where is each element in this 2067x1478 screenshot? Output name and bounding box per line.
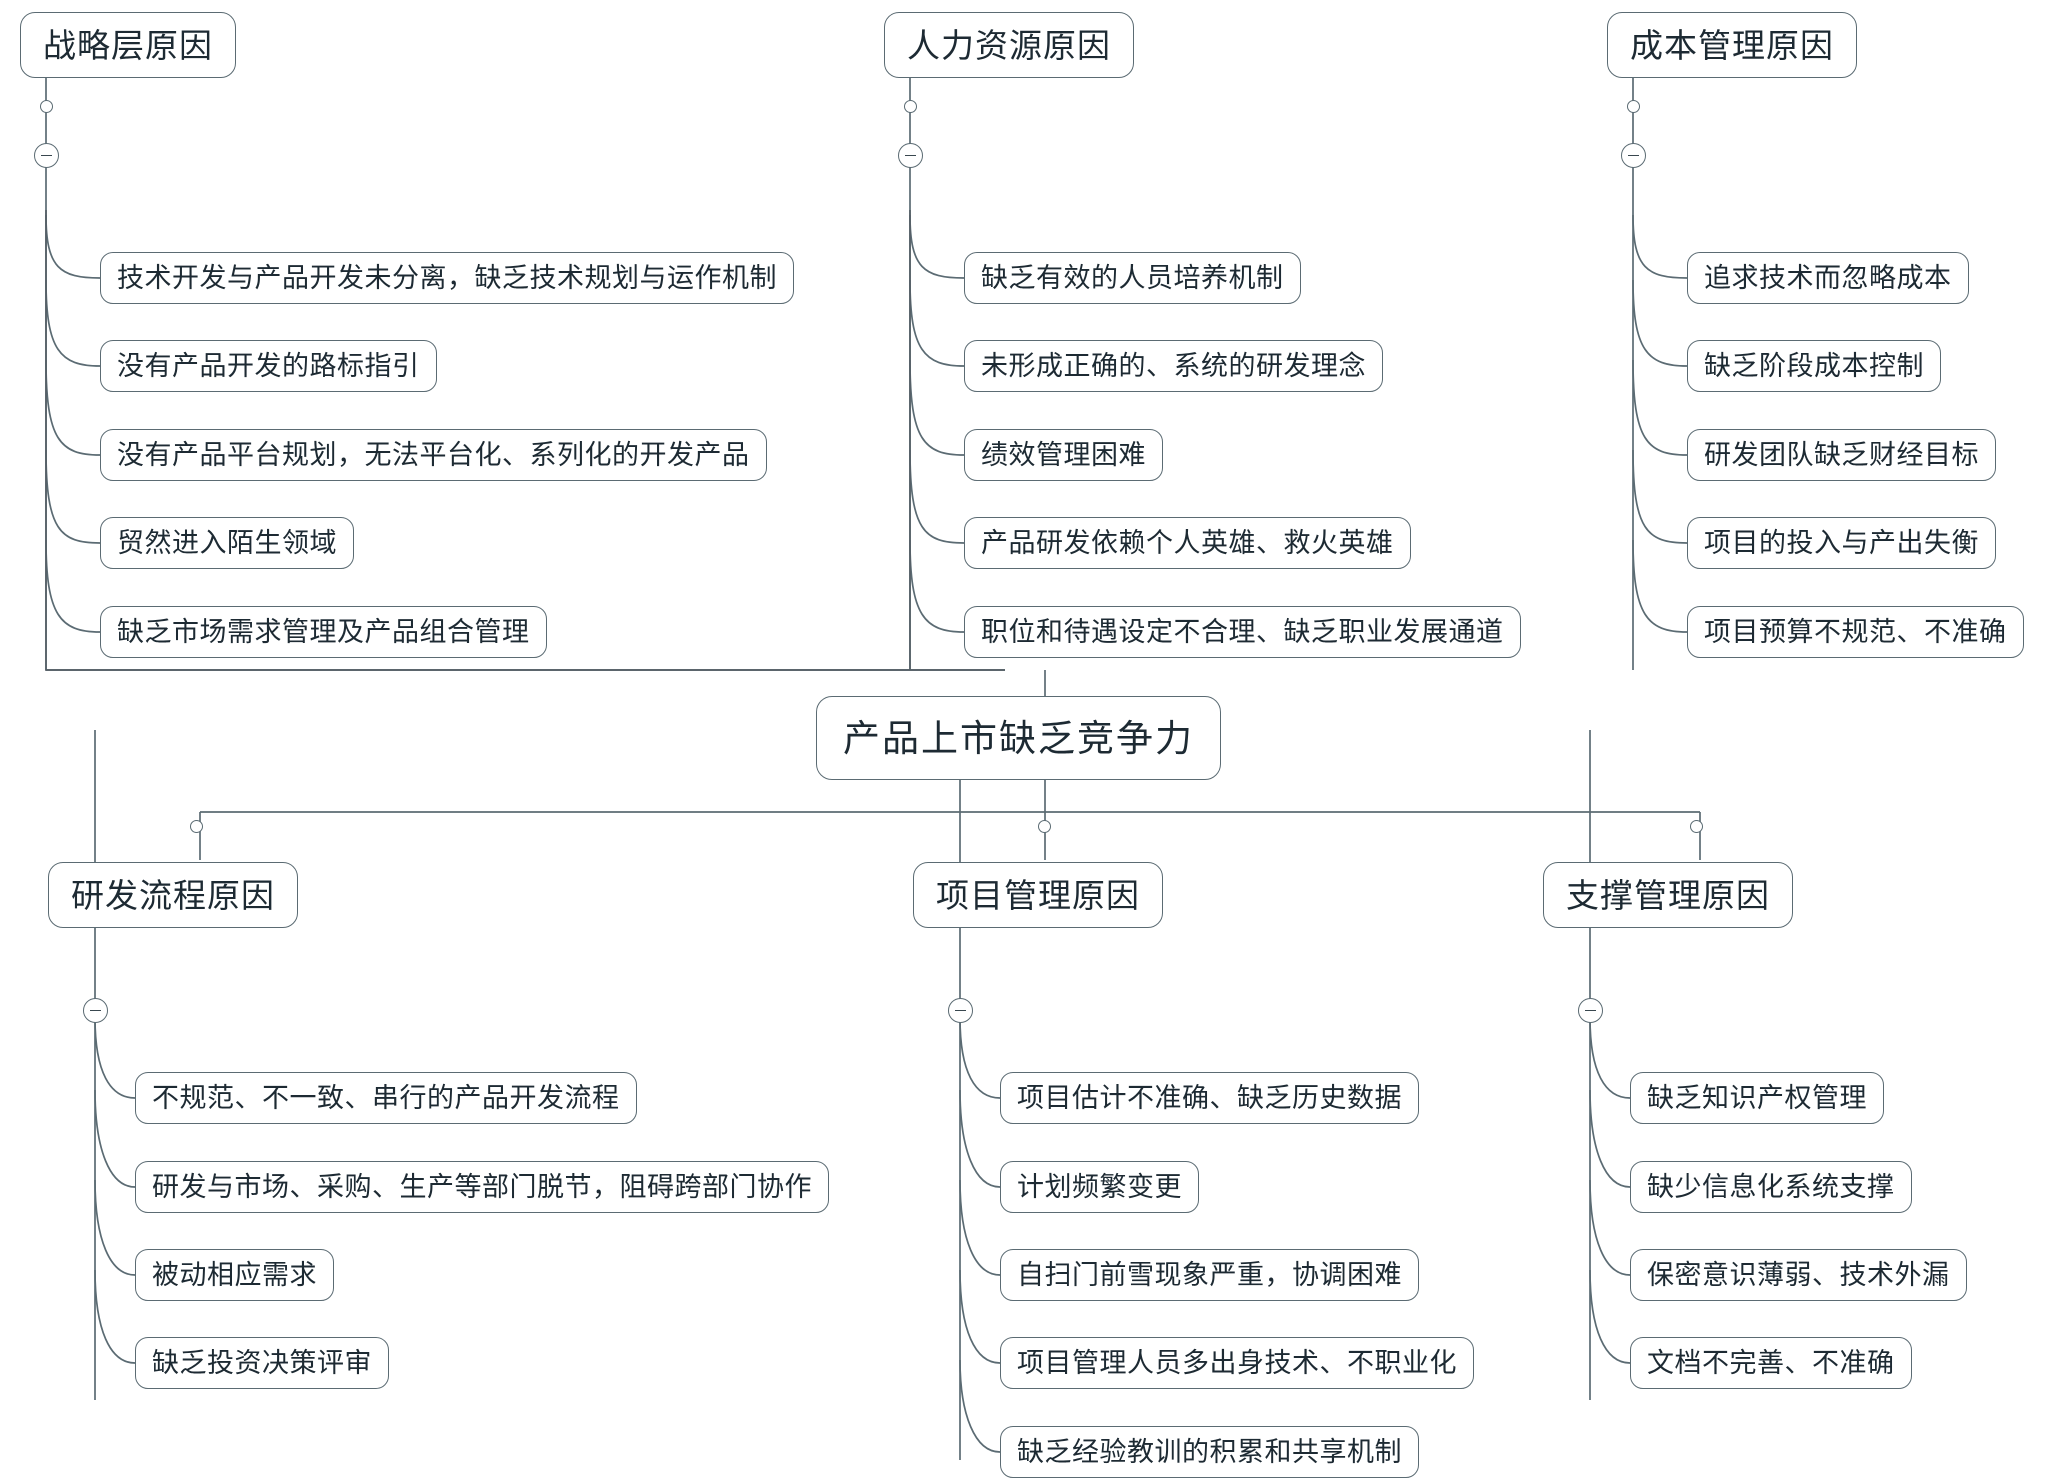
leaf-hr-4[interactable]: 产品研发依赖个人英雄、救火英雄 bbox=[964, 517, 1411, 569]
rd-link-dot bbox=[190, 820, 203, 833]
connector-pm-item-3 bbox=[959, 1179, 1001, 1276]
support-collapse-minus-circle-icon[interactable] bbox=[1578, 998, 1603, 1023]
support-link-dot bbox=[1690, 820, 1703, 833]
leaf-rd-3[interactable]: 被动相应需求 bbox=[135, 1249, 334, 1301]
leaf-hr-1[interactable]: 缺乏有效的人员培养机制 bbox=[964, 252, 1301, 304]
cost-collapse-minus-circle-icon[interactable] bbox=[1621, 143, 1646, 168]
leaf-project-2[interactable]: 计划频繁变更 bbox=[1000, 1161, 1199, 1213]
project-link-dot bbox=[1038, 820, 1051, 833]
branch-title-cost[interactable]: 成本管理原因 bbox=[1607, 12, 1857, 78]
connector-strategy-item-3 bbox=[45, 359, 101, 456]
connector-rd-item-1 bbox=[94, 1017, 136, 1099]
leaf-strategy-5[interactable]: 缺乏市场需求管理及产品组合管理 bbox=[100, 606, 547, 658]
connector-hr-item-1 bbox=[909, 214, 965, 279]
rd-collapse-minus-circle-icon[interactable] bbox=[83, 998, 108, 1023]
connector-strategy-item-5 bbox=[45, 539, 101, 633]
connector-hr-item-2 bbox=[909, 279, 965, 367]
leaf-strategy-3[interactable]: 没有产品平台规划，无法平台化、系列化的开发产品 bbox=[100, 429, 767, 481]
leaf-strategy-1[interactable]: 技术开发与产品开发未分离，缺乏技术规划与运作机制 bbox=[100, 252, 794, 304]
connector-cost-item-1 bbox=[1632, 214, 1688, 279]
connector-hr-item-4 bbox=[909, 449, 965, 544]
leaf-support-2[interactable]: 缺少信息化系统支撑 bbox=[1630, 1161, 1912, 1213]
connector-cost-item-2 bbox=[1632, 279, 1688, 367]
connector-rd-item-4 bbox=[94, 1269, 136, 1364]
root-node[interactable]: 产品上市缺乏竞争力 bbox=[816, 696, 1221, 780]
project-collapse-minus-circle-icon[interactable] bbox=[948, 998, 973, 1023]
connector-cost-item-3 bbox=[1632, 359, 1688, 456]
connector-pm-item-5 bbox=[959, 1359, 1001, 1453]
branch-title-rd[interactable]: 研发流程原因 bbox=[48, 862, 298, 928]
leaf-support-3[interactable]: 保密意识薄弱、技术外漏 bbox=[1630, 1249, 1967, 1301]
connector-sup-item-2 bbox=[1589, 1089, 1631, 1188]
connector-strategy-item-4 bbox=[45, 449, 101, 544]
leaf-project-4[interactable]: 项目管理人员多出身技术、不职业化 bbox=[1000, 1337, 1474, 1389]
leaf-rd-2[interactable]: 研发与市场、采购、生产等部门脱节，阻碍跨部门协作 bbox=[135, 1161, 829, 1213]
connector-strategy-item-1 bbox=[45, 214, 101, 279]
connector-rd-item-3 bbox=[94, 1179, 136, 1276]
leaf-cost-1[interactable]: 追求技术而忽略成本 bbox=[1687, 252, 1969, 304]
strategy-collapse-minus-circle-icon[interactable] bbox=[34, 143, 59, 168]
connector-cost-item-5 bbox=[1632, 539, 1688, 633]
leaf-hr-2[interactable]: 未形成正确的、系统的研发理念 bbox=[964, 340, 1383, 392]
leaf-cost-4[interactable]: 项目的投入与产出失衡 bbox=[1687, 517, 1996, 569]
leaf-rd-1[interactable]: 不规范、不一致、串行的产品开发流程 bbox=[135, 1072, 637, 1124]
leaf-project-3[interactable]: 自扫门前雪现象严重，协调困难 bbox=[1000, 1249, 1419, 1301]
connector-sup-item-3 bbox=[1589, 1179, 1631, 1276]
leaf-cost-5[interactable]: 项目预算不规范、不准确 bbox=[1687, 606, 2024, 658]
connector-rd-item-2 bbox=[94, 1089, 136, 1188]
connector-pm-item-4 bbox=[959, 1269, 1001, 1364]
branch-title-hr[interactable]: 人力资源原因 bbox=[884, 12, 1134, 78]
branch-title-support[interactable]: 支撑管理原因 bbox=[1543, 862, 1793, 928]
leaf-project-5[interactable]: 缺乏经验教训的积累和共享机制 bbox=[1000, 1426, 1419, 1478]
branch-title-strategy[interactable]: 战略层原因 bbox=[20, 12, 236, 78]
strategy-link-dot bbox=[40, 100, 53, 113]
connector-pm-item-1 bbox=[959, 1017, 1001, 1099]
hr-link-dot bbox=[904, 100, 917, 113]
leaf-strategy-4[interactable]: 贸然进入陌生领域 bbox=[100, 517, 354, 569]
leaf-cost-3[interactable]: 研发团队缺乏财经目标 bbox=[1687, 429, 1996, 481]
leaf-support-4[interactable]: 文档不完善、不准确 bbox=[1630, 1337, 1912, 1389]
connector-strategy-item-2 bbox=[45, 279, 101, 367]
connector-hr-item-3 bbox=[909, 359, 965, 456]
leaf-project-1[interactable]: 项目估计不准确、缺乏历史数据 bbox=[1000, 1072, 1419, 1124]
leaf-rd-4[interactable]: 缺乏投资决策评审 bbox=[135, 1337, 389, 1389]
leaf-hr-5[interactable]: 职位和待遇设定不合理、缺乏职业发展通道 bbox=[964, 606, 1521, 658]
connector-sup-item-1 bbox=[1589, 1017, 1631, 1099]
connector-hr-item-5 bbox=[909, 539, 965, 633]
hr-collapse-minus-circle-icon[interactable] bbox=[898, 143, 923, 168]
cost-link-dot bbox=[1627, 100, 1640, 113]
connector-cost-item-4 bbox=[1632, 449, 1688, 544]
leaf-hr-3[interactable]: 绩效管理困难 bbox=[964, 429, 1163, 481]
leaf-strategy-2[interactable]: 没有产品开发的路标指引 bbox=[100, 340, 437, 392]
leaf-support-1[interactable]: 缺乏知识产权管理 bbox=[1630, 1072, 1884, 1124]
connector-sup-item-4 bbox=[1589, 1269, 1631, 1364]
connector-pm-item-2 bbox=[959, 1089, 1001, 1188]
leaf-cost-2[interactable]: 缺乏阶段成本控制 bbox=[1687, 340, 1941, 392]
branch-title-project[interactable]: 项目管理原因 bbox=[913, 862, 1163, 928]
